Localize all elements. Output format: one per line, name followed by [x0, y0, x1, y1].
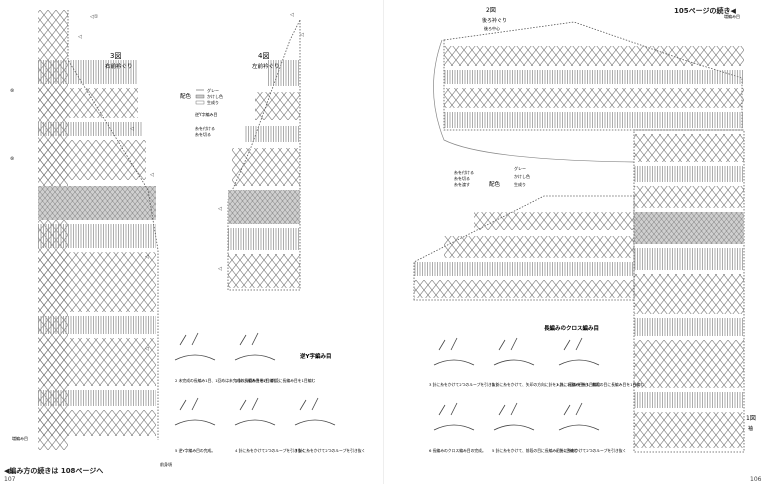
right-legend: 糸を付ける 糸を切る 糸を渡す 配色 グレー かけし色 生成り	[454, 165, 530, 188]
svg-text:◁: ◁	[78, 34, 82, 40]
legend-mark-1: 糸を切る	[454, 175, 470, 181]
left-page-number: 107	[4, 476, 16, 483]
svg-text:◁: ◁	[218, 266, 222, 272]
fig1-sleeve-column: 1図 袖	[633, 129, 756, 453]
left-legend: 配色 グレー かけし色 生成り 逆Y字編み目 糸を付ける 糸を切る	[180, 87, 223, 137]
technique-step-3: 6 長編みのクロス編み目の完成。	[429, 448, 486, 453]
svg-text:◁: ◁	[290, 12, 294, 18]
technique-step-1: 2 針に糸をかけて、矢印の方向に針を入れ、長編み目を1目編む	[492, 382, 601, 387]
technique-title: 長編みのクロス編み目	[544, 324, 599, 332]
legend-mark-1: 糸を切る	[195, 131, 211, 137]
technique-step-2: 1 針に2回糸を巻き、前段の目に長編み目を1目編む	[556, 382, 644, 387]
svg-text:◁: ◁	[218, 206, 222, 212]
right-page: 105ページの続き◀ 後ろ中心	[384, 0, 768, 484]
technique-step-2: 5 逆Y字編み目の完成。	[175, 448, 215, 453]
fig1-subtitle: 袖	[748, 425, 753, 432]
technique-step-3: 4 針に糸をかけて2つのループを引き抜く	[235, 448, 305, 453]
legend-row-0: グレー	[207, 87, 219, 93]
legend-label: 配色	[180, 92, 192, 100]
technique-title: 逆Y字編み目	[300, 352, 331, 360]
legend-row-0: グレー	[514, 165, 526, 171]
right-header: 105ページの続き◀	[674, 7, 736, 15]
top-label-0: 後ろ中心	[484, 25, 500, 31]
svg-text:⊗: ⊗	[10, 156, 14, 162]
fig3-subtitle: 右前衿ぐり	[105, 62, 133, 70]
technique-step-0: 2 未完成の長編み1目、1回めは未完成の長編み目を1目編む	[175, 378, 277, 383]
fig4-subtitle: 左前衿ぐり	[252, 62, 280, 70]
fig1-title: 1図	[746, 415, 756, 422]
fig3-chart-body	[38, 10, 159, 450]
left-technique: 逆Y字編み目 2 未完成の長編み1目、1回めは未完成の長編み目を1目編む 1 針…	[174, 332, 365, 453]
fig2-subtitle: 後ろ衿ぐり	[482, 17, 507, 24]
legend-stitch: 逆Y字編み目	[195, 111, 217, 117]
right-page-number: 106	[750, 476, 762, 483]
right-technique: 長編みのクロス編み目 3 針に糸をかけて2つのループを引き抜く 2 針に糸をかけ…	[429, 324, 644, 453]
svg-text:◁: ◁	[130, 126, 134, 132]
technique-step-5: 4 針に糸をかけて2つのループを引き抜く	[556, 448, 626, 453]
top-label-1: 増編み目	[724, 13, 740, 19]
left-footer: ◀編み方の続きは 108ページへ	[4, 467, 104, 475]
svg-text:◁: ◁	[150, 172, 154, 178]
fig2-title: 2図	[486, 7, 496, 14]
legend-mark-2: 糸を渡す	[454, 181, 470, 187]
fig4-chart-body	[227, 19, 301, 291]
bottom-label-1: 前身頃	[160, 461, 172, 467]
technique-step-4: 3 針に糸をかけて2つのループを引き抜く	[295, 448, 365, 453]
left-page-chart: ◁① ◁ ◁ ◁ ◁ ◁ ◁ ◁ ◁ ◁ ⊗ ⊗ 3図 右前衿ぐり 4図 左前衿ぐり 配色 …	[10, 10, 365, 467]
fig3-title: 3図	[110, 52, 121, 60]
svg-text:⊗: ⊗	[10, 88, 14, 94]
fig2-chart-body: 後ろ中心 増編み目 2図 後ろ衿ぐり	[443, 7, 744, 131]
legend-mark-0: 糸を付ける	[195, 125, 215, 131]
fig2-lower-piece	[413, 195, 635, 301]
technique-step-1: 1 針に2回糸を巻き、前段に長編み目を1目編む	[235, 378, 316, 383]
fig4-title: 4図	[258, 52, 269, 60]
left-page: ◁① ◁ ◁ ◁ ◁ ◁ ◁ ◁ ◁ ◁ ⊗ ⊗ 3図 右前衿ぐり 4図 左前衿ぐり 配色 …	[0, 0, 384, 484]
right-page-chart: 後ろ中心 増編み目 2図 後ろ衿ぐり 1図 袖	[413, 7, 756, 453]
technique-step-0: 3 針に糸をかけて2つのループを引き抜く	[429, 382, 499, 387]
legend-row-1: かけし色	[207, 93, 223, 99]
legend-row-1: かけし色	[514, 173, 530, 179]
svg-text:◁①: ◁①	[90, 14, 99, 20]
legend-row-2: 生成り	[514, 181, 526, 187]
technique-step-4: 5 針に糸をかけて、前段の目に長編み目を1目編む	[492, 448, 578, 453]
svg-text:◁: ◁	[145, 254, 149, 260]
page-gutter	[383, 0, 384, 484]
bottom-label-0: 増編み目	[12, 435, 28, 441]
legend-label: 配色	[489, 180, 501, 188]
svg-text:◁: ◁	[300, 32, 304, 38]
svg-text:◁: ◁	[145, 346, 149, 352]
legend-mark-0: 糸を付ける	[454, 169, 474, 175]
legend-row-2: 生成り	[207, 99, 219, 105]
